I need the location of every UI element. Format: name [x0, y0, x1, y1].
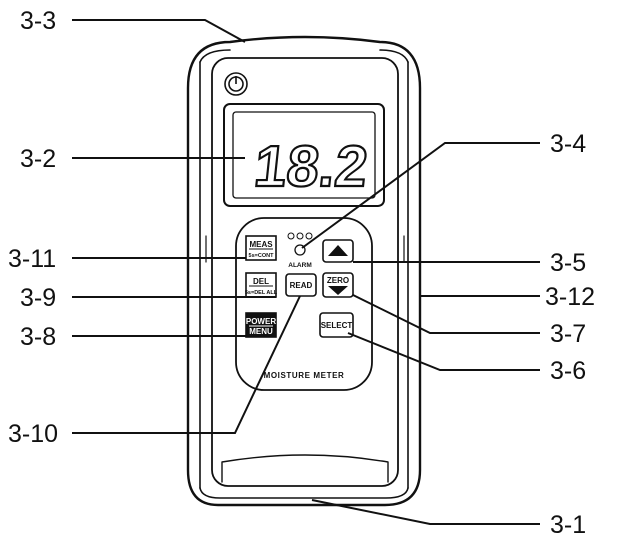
- power-indicator-icon: [224, 72, 248, 96]
- callout-3-7: 3-7: [550, 320, 586, 348]
- callout-labels: 3-3 3-2 3-11 3-9 3-8 3-10 3-4 3-5 3-12 3…: [8, 7, 595, 539]
- callout-lines: [72, 19, 540, 525]
- leader-3-7: [352, 294, 540, 334]
- callout-3-6: 3-6: [550, 357, 586, 385]
- zero-down-button[interactable]: ZERO: [322, 272, 354, 298]
- triangle-up-icon: [328, 245, 348, 256]
- select-button[interactable]: SELECT: [319, 312, 354, 338]
- callout-3-4: 3-4: [550, 130, 586, 158]
- callout-3-10: 3-10: [8, 420, 58, 448]
- callout-3-3: 3-3: [20, 7, 56, 35]
- device-body: [186, 35, 422, 507]
- product-label: MOISTURE METER: [264, 371, 345, 380]
- lcd-display: 18.2: [223, 103, 385, 207]
- del-button[interactable]: DEL 5s=DEL ALL: [245, 272, 278, 298]
- alarm-leds: [287, 232, 313, 256]
- del-button-label: DEL: [253, 277, 269, 286]
- callout-3-8: 3-8: [20, 323, 56, 351]
- menu-button-label: MENU: [249, 327, 273, 336]
- alarm-label: ALARM: [288, 262, 311, 269]
- callout-3-11: 3-11: [8, 245, 56, 273]
- read-button[interactable]: READ: [285, 273, 317, 297]
- meas-button-sublabel: 5s=CONT: [249, 253, 275, 259]
- callout-3-12: 3-12: [545, 283, 595, 311]
- callout-3-1: 3-1: [550, 511, 586, 539]
- leader-3-10: [72, 295, 301, 434]
- read-button-label: READ: [290, 281, 313, 290]
- callout-3-5: 3-5: [550, 249, 586, 277]
- zero-button-label: ZERO: [327, 276, 349, 285]
- leader-3-4: [301, 142, 540, 249]
- power-menu-button[interactable]: POWER MENU: [245, 312, 277, 338]
- select-button-label: SELECT: [321, 321, 353, 330]
- callout-3-2: 3-2: [20, 145, 56, 173]
- callout-3-9: 3-9: [20, 284, 56, 312]
- up-button[interactable]: [322, 239, 354, 263]
- power-button-label: POWER: [246, 317, 276, 326]
- meas-button-label: MEAS: [249, 240, 273, 249]
- meas-button[interactable]: MEAS 5s=CONT: [245, 235, 277, 261]
- triangle-down-icon: [328, 286, 348, 295]
- leader-3-6: [347, 332, 540, 371]
- leader-3-1: [311, 499, 540, 525]
- lcd-reading: 18.2: [251, 134, 371, 199]
- del-button-sublabel: 5s=DEL ALL: [245, 290, 278, 296]
- leader-3-3: [72, 19, 246, 43]
